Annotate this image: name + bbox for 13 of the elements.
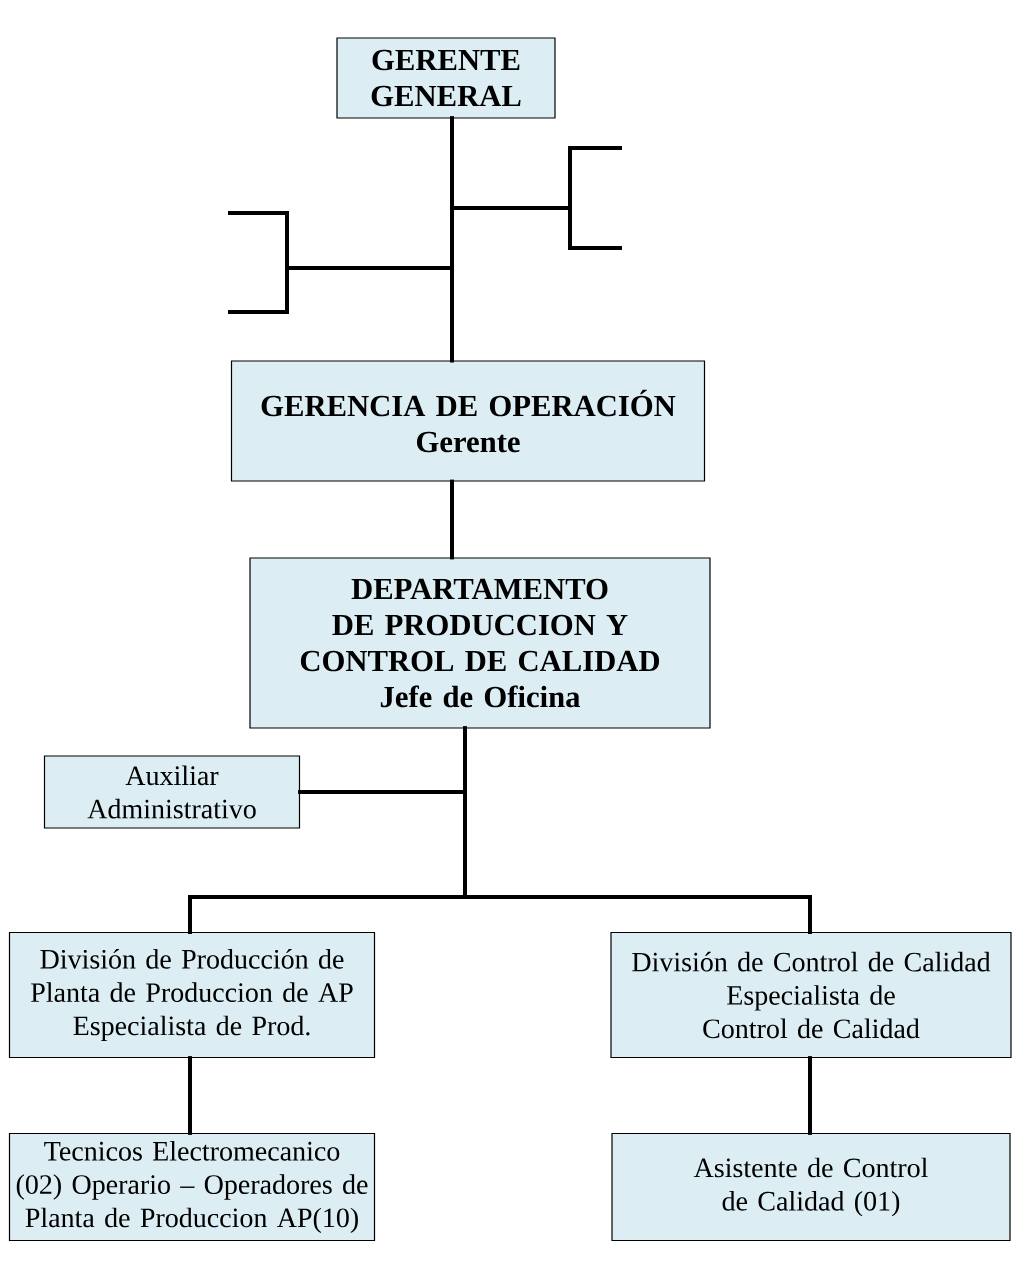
- position-box: Tecnicos Electromecanico (02) Operario – Operadores de Planta de Produccion AP(10): [8, 1132, 376, 1242]
- position-box: División de Producción de Planta de Produccion de AP Especialista de Prod.: [8, 931, 376, 1059]
- position-box: División de Control de Calidad Especialista de Control de Calidad: [610, 931, 1012, 1059]
- connector-line: [188, 1056, 192, 1135]
- connector-line: [463, 726, 812, 934]
- connector-line: [450, 479, 454, 560]
- connector-line: [808, 1056, 812, 1135]
- vacant-position-line: [450, 116, 622, 250]
- position-box: Auxiliar Administrativo: [43, 755, 301, 829]
- position-box: GERENTE GENERAL: [336, 37, 556, 119]
- position-box: DEPARTAMENTO DE PRODUCCION Y CONTROL DE CALIDAD Jefe de Oficina: [249, 557, 711, 729]
- position-box: Asistente de Control de Calidad (01): [611, 1132, 1011, 1242]
- position-box: GERENCIA DE OPERACIÓN Gerente: [230, 360, 706, 482]
